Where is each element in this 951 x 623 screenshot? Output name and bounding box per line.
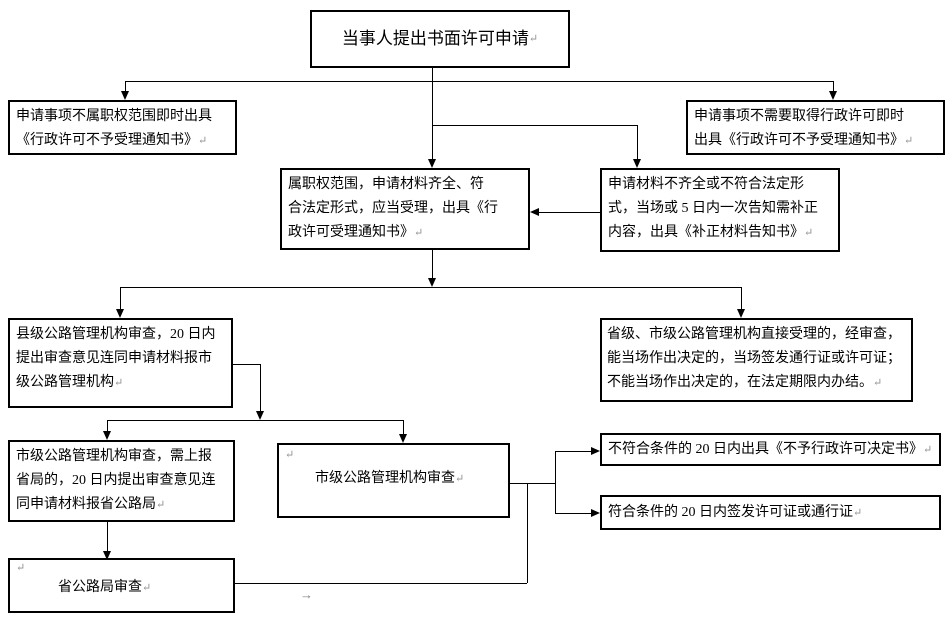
- node-text: 市级公路管理机构审查，需上报 省局的，20 日内提出审查意见连 同申请材料报省公…: [16, 449, 216, 512]
- node-text: 申请事项不属职权范围即时出具 《行政许可不予受理通知书》: [16, 109, 212, 148]
- paragraph-mark: ↵: [804, 227, 814, 239]
- arrowhead-left: [530, 208, 539, 216]
- connector: [125, 81, 126, 92]
- connector: [233, 364, 260, 365]
- flow-node-issue-permit: 符合条件的 20 日内签发许可证或通行证↵: [600, 495, 941, 530]
- node-text: 符合条件的 20 日内签发许可证或通行证: [608, 504, 853, 520]
- arrowhead-down: [428, 278, 436, 287]
- node-text-row: 省公路局审查↵: [16, 576, 227, 600]
- arrowhead-down: [633, 159, 641, 168]
- arrowhead-down: [256, 411, 264, 420]
- arrowhead-down: [103, 431, 111, 440]
- node-text: 不符合条件的 20 日内出具《不予行政许可决定书》: [608, 441, 923, 457]
- flow-node-reject-decision: 不符合条件的 20 日内出具《不予行政许可决定书》↵: [600, 433, 941, 466]
- connector: [637, 125, 638, 160]
- connector: [741, 287, 742, 310]
- connector: [510, 483, 555, 484]
- paragraph-mark: ↵: [873, 377, 883, 389]
- paragraph-mark: ↵: [904, 135, 914, 147]
- arrowhead-down: [428, 159, 436, 168]
- flow-node-city-review: ↵ 市级公路管理机构审查↵: [277, 443, 510, 518]
- connector: [235, 583, 527, 584]
- flow-node-city-report-province: 市级公路管理机构审查，需上报 省局的，20 日内提出审查意见连 同申请材料报省公…: [8, 440, 235, 522]
- connector: [432, 125, 637, 126]
- arrowhead-down: [737, 309, 745, 318]
- arrowhead-down: [829, 91, 837, 100]
- node-text: 申请事项不需要取得行政许可即时 出具《行政许可不予受理通知书》: [694, 109, 904, 148]
- connector: [555, 513, 592, 514]
- node-text: 省公路局审查: [58, 580, 142, 595]
- arrowhead-right: [591, 447, 600, 455]
- node-text: 属职权范围，申请材料齐全、符 合法定形式，应当受理，出具《行 政许可受理通知书》: [288, 177, 498, 240]
- flow-node-county-review: 县级公路管理机构审查，20 日内 提出审查意见连同申请材料报市 级公路管理机构↵: [8, 318, 233, 408]
- node-text: 省级、市级公路管理机构直接受理的，经审查， 能当场作出决定的，当场签发通行证或许…: [607, 327, 901, 390]
- flow-node-direct-acceptance: 省级、市级公路管理机构直接受理的，经审查， 能当场作出决定的，当场签发通行证或许…: [600, 318, 913, 402]
- connector: [107, 420, 108, 432]
- paragraph-mark: ↵: [114, 377, 124, 389]
- paragraph-mark: ↵: [156, 499, 166, 511]
- connector: [107, 522, 108, 552]
- flow-node-province-bureau-review: ↵ 省公路局审查↵: [8, 558, 235, 613]
- connector: [527, 483, 528, 583]
- leading-paragraph-mark: ↵: [285, 449, 295, 461]
- arrowhead-down: [121, 91, 129, 100]
- arrowhead-down: [399, 434, 407, 443]
- paragraph-mark: ↵: [455, 473, 465, 485]
- connector: [120, 287, 121, 310]
- node-text: 市级公路管理机构审查: [315, 471, 455, 486]
- paragraph-mark: ↵: [923, 443, 933, 456]
- flow-node-no-permit-needed: 申请事项不需要取得行政许可即时 出具《行政许可不予受理通知书》↵: [686, 100, 945, 155]
- node-text: 县级公路管理机构审查，20 日内 提出审查意见连同申请材料报市 级公路管理机构: [16, 327, 216, 390]
- node-text-row: 市级公路管理机构审查↵: [285, 467, 502, 491]
- arrowhead-down: [116, 309, 124, 318]
- connector: [833, 81, 834, 92]
- connector: [432, 250, 433, 279]
- paragraph-mark: ↵: [853, 506, 863, 519]
- connector: [107, 420, 403, 421]
- paragraph-mark: ↵: [414, 227, 424, 239]
- stray-arrow-mark: →: [300, 587, 313, 602]
- connector: [432, 68, 433, 165]
- connector: [120, 287, 741, 288]
- connector: [555, 451, 556, 513]
- arrowhead-right: [591, 509, 600, 517]
- flow-node-accept: 属职权范围，申请材料齐全、符 合法定形式，应当受理，出具《行 政许可受理通知书》…: [280, 168, 530, 250]
- connector: [403, 420, 404, 435]
- node-text: 申请材料不齐全或不符合法定形 式，当场或 5 日内一次告知需补正 内容，出具《补…: [608, 177, 818, 240]
- arrowhead-down: [103, 551, 111, 560]
- flow-node-out-of-scope: 申请事项不属职权范围即时出具 《行政许可不予受理通知书》↵: [8, 100, 237, 155]
- connector: [125, 81, 833, 82]
- flow-node-application: 当事人提出书面许可申请↵: [310, 10, 570, 68]
- paragraph-mark: ↵: [198, 135, 208, 147]
- node-text: 当事人提出书面许可申请: [341, 29, 529, 48]
- paragraph-mark: ↵: [528, 33, 539, 45]
- connector: [539, 212, 600, 213]
- connector: [555, 451, 592, 452]
- flow-node-supplement-materials: 申请材料不齐全或不符合法定形 式，当场或 5 日内一次告知需补正 内容，出具《补…: [600, 168, 840, 252]
- paragraph-mark: ↵: [142, 582, 152, 594]
- connector: [260, 364, 261, 412]
- leading-paragraph-mark: ↵: [16, 562, 26, 574]
